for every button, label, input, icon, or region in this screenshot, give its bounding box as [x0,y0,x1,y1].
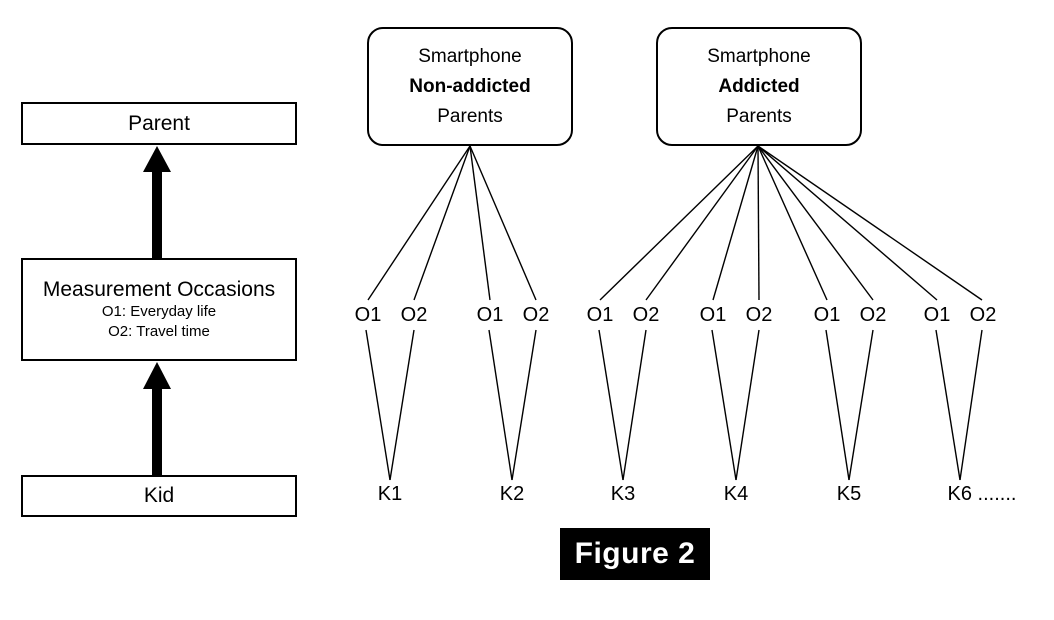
edge-nonaddicted-to-o2-k2 [469,145,537,301]
kid-label-k1: K1 [377,483,403,505]
figure-caption: Figure 2 [560,528,710,580]
edge-o1-k4-to-k4 [711,329,737,481]
occasion-label-o2-k3: O2 [632,304,660,326]
arrow-head-kid-to-measurement [143,362,171,389]
edge-o1-k1-to-k1 [365,329,391,481]
group-box-non-addicted: Smartphone Non-addicted Parents [367,27,573,146]
occasion-label-o2-k6: O2 [969,304,997,326]
edge-addicted-to-o2-k4 [757,145,760,301]
kid-label-k4: K4 [723,483,749,505]
edge-o1-k5-to-k5 [825,329,850,481]
edge-o2-k1-to-k1 [389,329,415,481]
occasion-label-o1-k2: O1 [476,304,504,326]
edge-o1-k6-to-k6 [935,329,961,481]
arrow-shaft-kid-to-measurement [152,383,162,475]
edge-addicted-to-o2-k5 [757,145,874,301]
parent-box: Parent [21,102,297,145]
group-addicted-line3: Parents [726,105,792,127]
parent-box-label: Parent [128,111,190,135]
edge-addicted-to-o1-k6 [757,145,938,301]
kid-label-k3: K3 [610,483,636,505]
occasion-label-o1-k4: O1 [699,304,727,326]
kid-box-label: Kid [143,484,175,507]
edge-addicted-to-o1-k4 [712,145,759,301]
group-non-addicted-line1: Smartphone [418,45,522,67]
group-non-addicted-line2: Non-addicted [409,75,531,97]
occasion-label-o1-k5: O1 [813,304,841,326]
measurement-box-line1: O1: Everyday life [101,302,217,320]
kid-label-k5: K5 [836,483,862,505]
edge-o1-k2-to-k2 [488,329,513,481]
occasion-label-o1-k3: O1 [586,304,614,326]
group-addicted-line1: Smartphone [707,45,811,67]
occasion-label-o2-k2: O2 [522,304,550,326]
edge-o2-k3-to-k3 [622,329,647,481]
edge-addicted-to-o2-k6 [757,145,983,301]
edge-nonaddicted-to-o1-k1 [367,145,471,301]
edge-o2-k4-to-k4 [735,329,760,481]
group-addicted-line2: Addicted [718,75,800,97]
edge-o1-k3-to-k3 [598,329,624,481]
occasion-label-o2-k1: O2 [400,304,428,326]
occasion-label-o2-k4: O2 [745,304,773,326]
measurement-box-line2: O2: Travel time [108,322,210,340]
arrow-shaft-measurement-to-parent [152,166,162,258]
edge-o2-k2-to-k2 [511,329,537,481]
measurement-occasions-box: Measurement Occasions O1: Everyday life … [21,258,297,361]
edge-nonaddicted-to-o2-k1 [413,145,471,301]
arrow-head-measurement-to-parent [143,146,171,172]
edge-nonaddicted-to-o1-k2 [469,145,491,301]
kid-box: Kid [21,475,297,517]
occasion-label-o1-k1: O1 [354,304,382,326]
measurement-box-title: Measurement Occasions [42,277,276,301]
edge-addicted-to-o2-k3 [645,145,759,301]
edge-addicted-to-o1-k3 [599,145,759,301]
occasion-label-o1-k6: O1 [923,304,951,326]
edge-o2-k6-to-k6 [959,329,983,481]
kid-label-k2: K2 [499,483,525,505]
occasion-label-o2-k5: O2 [859,304,887,326]
group-box-addicted: Smartphone Addicted Parents [656,27,862,146]
group-non-addicted-line3: Parents [437,105,503,127]
edge-addicted-to-o1-k5 [757,145,828,301]
edge-o2-k5-to-k5 [848,329,874,481]
kid-label-k6: K6 ....... [947,483,1017,505]
